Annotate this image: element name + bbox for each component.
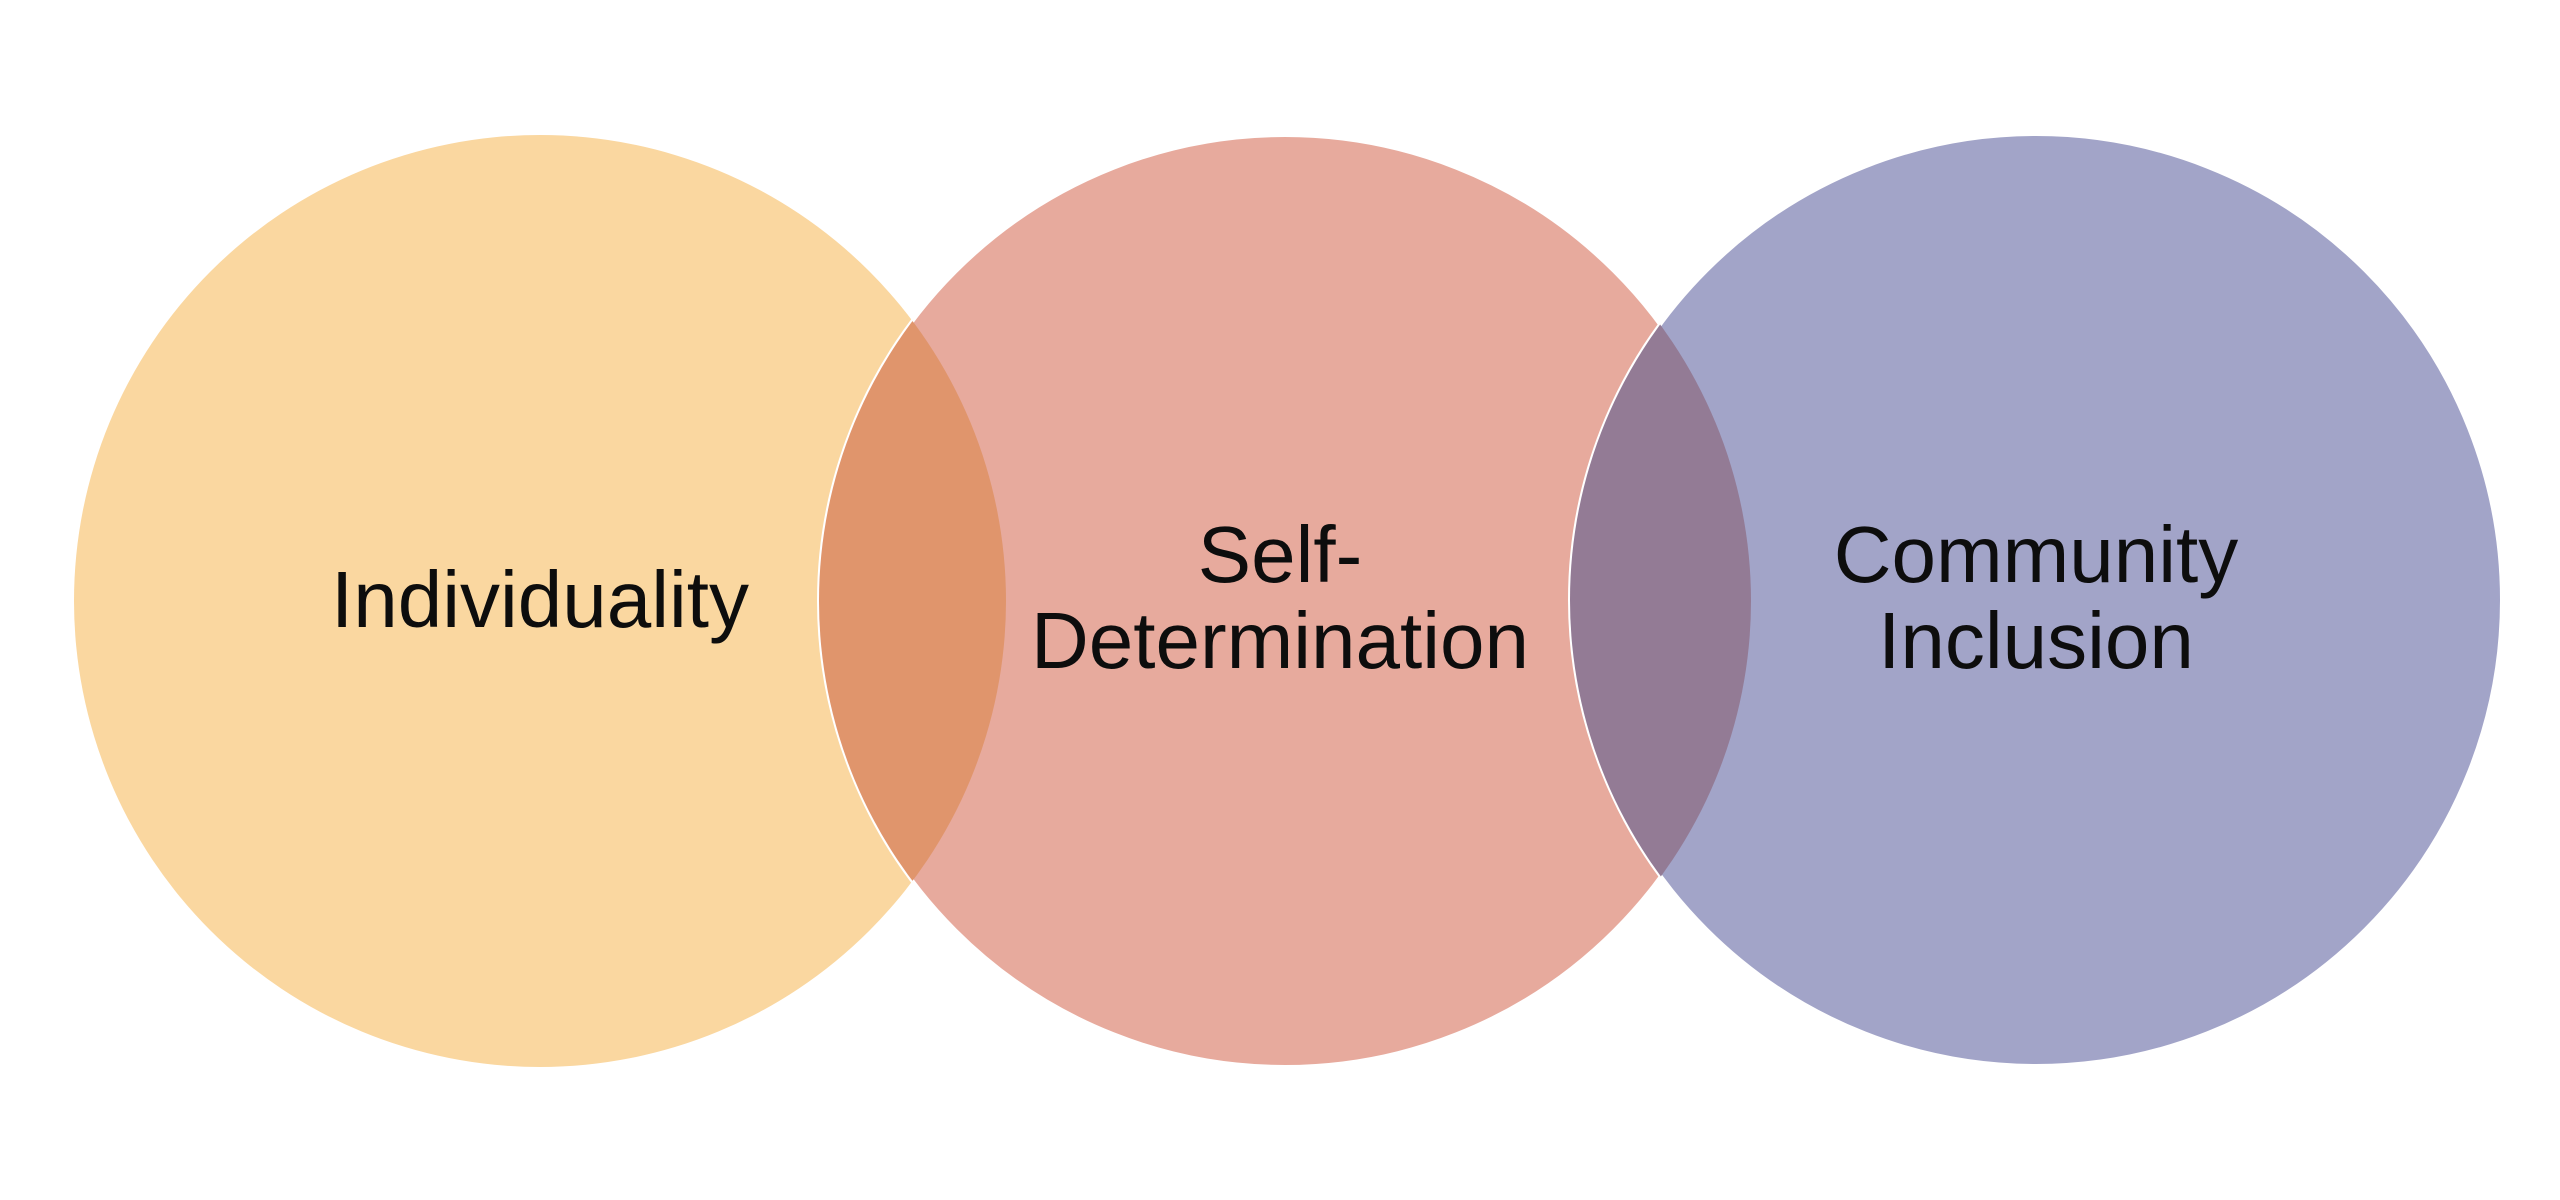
circle-individuality — [74, 135, 1006, 1067]
circle-label-individuality: Individuality — [330, 555, 750, 644]
circle-label-self-determination: Self- Determination — [1030, 510, 1530, 685]
circle-label-community-inclusion: Community Inclusion — [1833, 510, 2239, 685]
